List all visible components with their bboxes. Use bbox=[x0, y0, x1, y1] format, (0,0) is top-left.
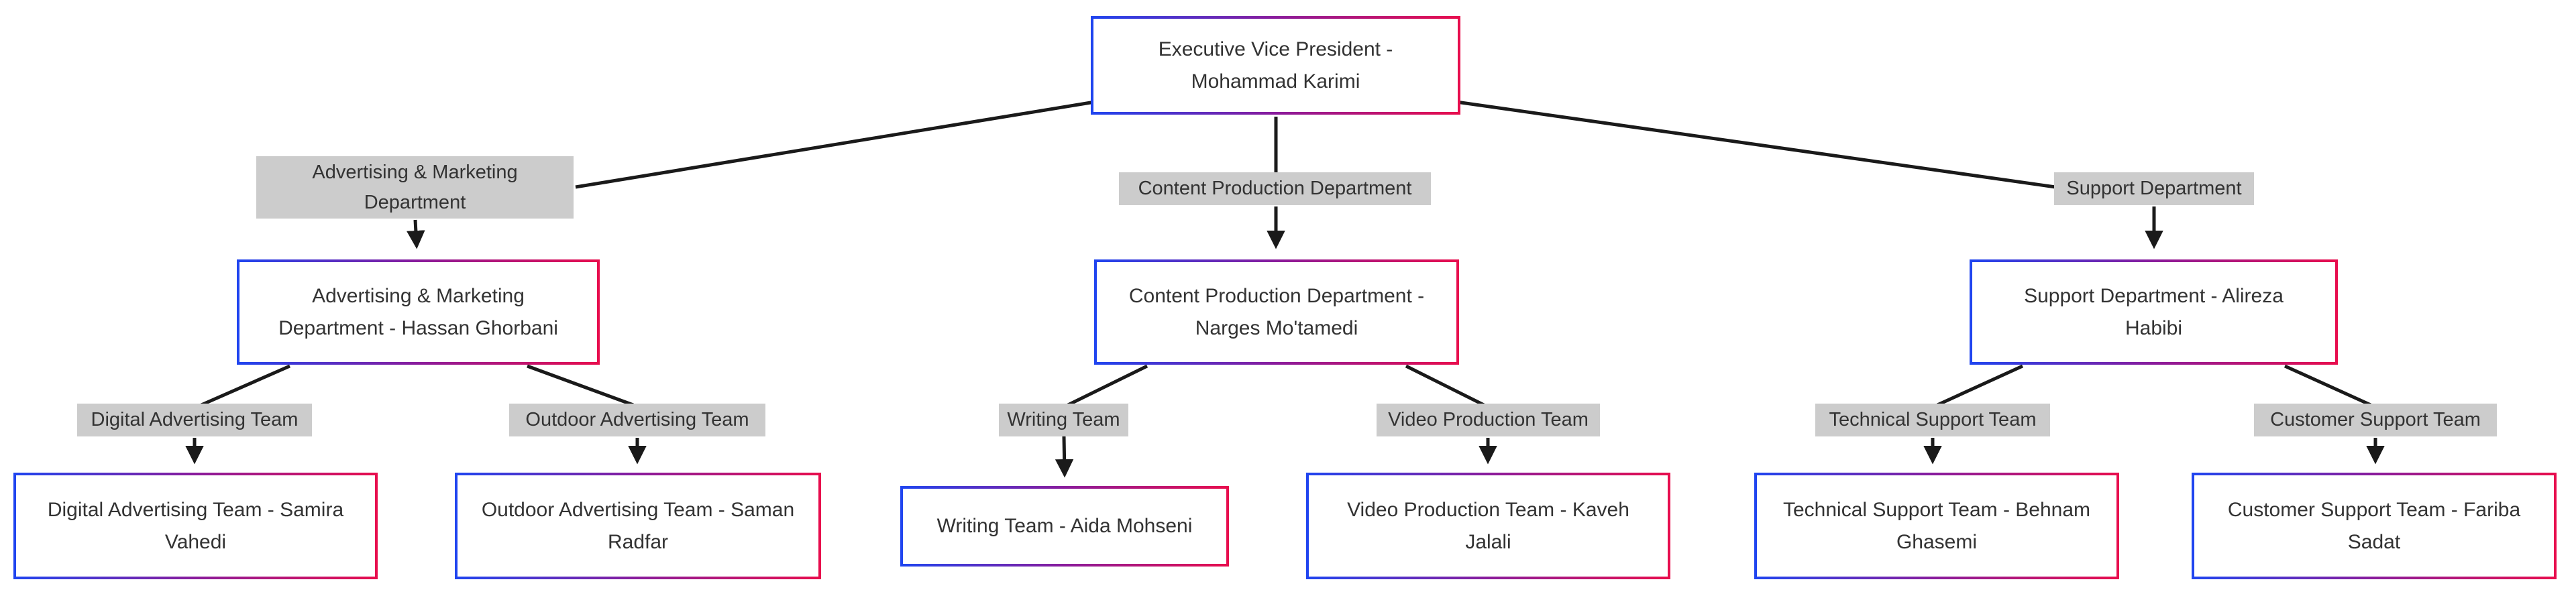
node-advertising-marketing-department: Advertising & Marketing Department - Has… bbox=[237, 259, 600, 365]
edge-root-to-advertising-label bbox=[575, 100, 1095, 189]
node-writing-team: Writing Team - Aida Mohseni bbox=[900, 486, 1229, 567]
edge-label-text: Support Department bbox=[2066, 178, 2242, 200]
edge-label-writing-team: Writing Team bbox=[999, 404, 1128, 436]
edge-label-text: Advertising & Marketing Department bbox=[312, 161, 518, 213]
node-label: Content Production Department - Narges M… bbox=[1128, 284, 1425, 339]
edge-label-text: Customer Support Team bbox=[2270, 409, 2481, 431]
node-digital-advertising-team: Digital Advertising Team - Samira Vahedi bbox=[13, 473, 378, 579]
edge-content-to-writing-label bbox=[1067, 364, 1148, 407]
edge-advertising-to-digital-label bbox=[200, 364, 291, 407]
edge-label-text: Outdoor Advertising Team bbox=[525, 409, 749, 431]
edge-label-customer-support-team: Customer Support Team bbox=[2254, 404, 2497, 436]
arrow-to-advertising-department bbox=[407, 219, 425, 249]
edge-advertising-to-outdoor-label bbox=[527, 364, 634, 407]
edge-label-text: Technical Support Team bbox=[1829, 409, 2037, 431]
edge-label-content-production-department: Content Production Department bbox=[1119, 172, 1431, 205]
node-technical-support-team: Technical Support Team - Behnam Ghasemi bbox=[1754, 473, 2119, 579]
node-label: Customer Support Team - Fariba Sadat bbox=[2227, 498, 2521, 553]
node-label: Advertising & Marketing Department - Has… bbox=[278, 284, 558, 339]
node-outdoor-advertising-team: Outdoor Advertising Team - Saman Radfar bbox=[455, 473, 821, 579]
node-customer-support-team: Customer Support Team - Fariba Sadat bbox=[2192, 473, 2557, 579]
edge-label-video-production-team: Video Production Team bbox=[1377, 404, 1600, 436]
node-label: Technical Support Team - Behnam Ghasemi bbox=[1782, 498, 2091, 553]
edge-label-text: Content Production Department bbox=[1138, 178, 1412, 200]
edge-label-support-department: Support Department bbox=[2054, 172, 2254, 205]
edge-label-digital-advertising-team: Digital Advertising Team bbox=[77, 404, 312, 436]
edge-root-to-support-label bbox=[1456, 100, 2056, 189]
node-label: Writing Team - Aida Mohseni bbox=[936, 515, 1193, 537]
node-label: Executive Vice President - Mohammad Kari… bbox=[1158, 38, 1393, 93]
edge-content-to-video-label bbox=[1405, 364, 1485, 407]
node-label: Support Department - Alireza Habibi bbox=[2024, 284, 2284, 339]
node-label: Outdoor Advertising Team - Saman Radfar bbox=[481, 498, 795, 553]
node-support-department: Support Department - Alireza Habibi bbox=[1970, 259, 2338, 365]
edge-label-outdoor-advertising-team: Outdoor Advertising Team bbox=[509, 404, 765, 436]
edge-label-text: Writing Team bbox=[1007, 409, 1120, 431]
arrow-to-writing-team bbox=[1055, 436, 1074, 478]
node-label: Video Production Team - Kaveh Jalali bbox=[1347, 498, 1629, 553]
edge-support-to-customer-label bbox=[2284, 364, 2372, 407]
node-content-production-department: Content Production Department - Narges M… bbox=[1094, 259, 1459, 365]
edge-label-technical-support-team: Technical Support Team bbox=[1815, 404, 2050, 436]
edge-support-to-technical-label bbox=[1936, 364, 2024, 407]
node-video-production-team: Video Production Team - Kaveh Jalali bbox=[1306, 473, 1670, 579]
edge-label-text: Digital Advertising Team bbox=[91, 409, 299, 431]
node-executive-vice-president: Executive Vice President - Mohammad Kari… bbox=[1091, 16, 1460, 115]
edge-label-advertising-marketing-department: Advertising & Marketing Department bbox=[256, 156, 574, 219]
edge-label-text: Video Production Team bbox=[1388, 409, 1589, 431]
node-label: Digital Advertising Team - Samira Vahedi bbox=[47, 498, 344, 553]
